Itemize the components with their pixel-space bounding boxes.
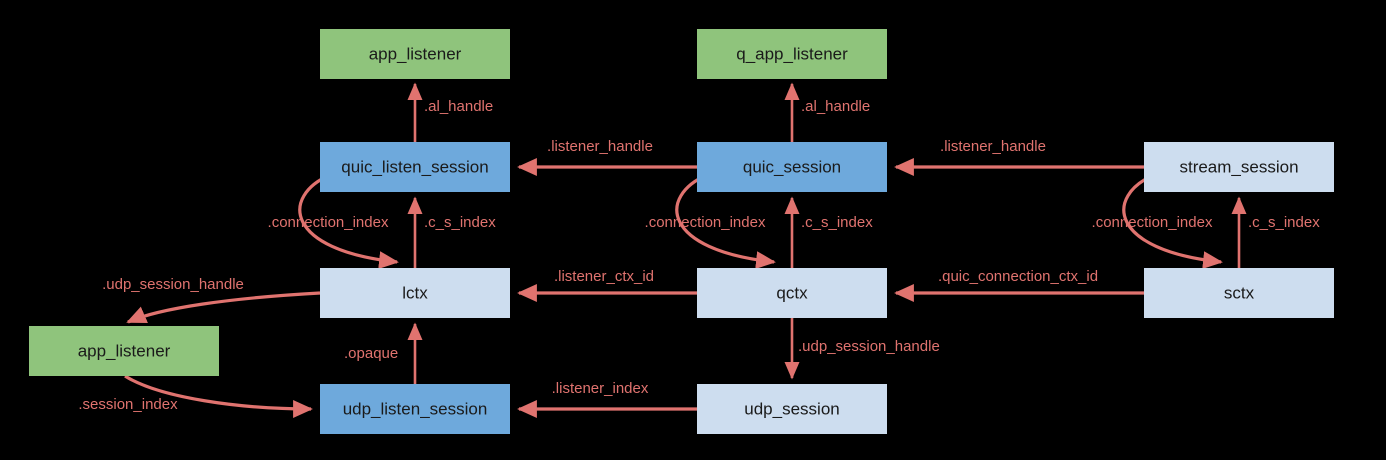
node-box-udp-session[interactable] [697,384,887,434]
node-box-q-app-listener[interactable] [697,29,887,79]
node-udp-listen-session[interactable]: udp_listen_session [320,384,510,434]
node-sctx[interactable]: sctx [1144,268,1334,318]
node-box-app-listener-top[interactable] [320,29,510,79]
edge-session-index [124,374,313,418]
node-box-quic-listen-session[interactable] [320,142,510,192]
node-box-stream-session[interactable] [1144,142,1334,192]
node-box-qctx[interactable] [697,268,887,318]
node-qctx[interactable]: qctx [697,268,887,318]
node-box-sctx[interactable] [1144,268,1334,318]
edge-connection-index-2 [675,173,776,270]
edge-udp-session-handle-left [126,291,321,324]
edge-connection-index-1 [298,173,399,270]
node-app-listener-top[interactable]: app_listener [320,29,510,79]
node-quic-session[interactable]: quic_session [697,142,887,192]
node-quic-listen-session[interactable]: quic_listen_session [320,142,510,192]
node-box-quic-session[interactable] [697,142,887,192]
edge-connection-index-3 [1122,173,1223,270]
node-stream-session[interactable]: stream_session [1144,142,1334,192]
node-q-app-listener[interactable]: q_app_listener [697,29,887,79]
node-udp-session[interactable]: udp_session [697,384,887,434]
node-app-listener-bottom[interactable]: app_listener [29,326,219,376]
node-box-app-listener-bottom[interactable] [29,326,219,376]
node-box-udp-listen-session[interactable] [320,384,510,434]
node-lctx[interactable]: lctx [320,268,510,318]
edges-layer [124,82,1247,418]
node-box-lctx[interactable] [320,268,510,318]
